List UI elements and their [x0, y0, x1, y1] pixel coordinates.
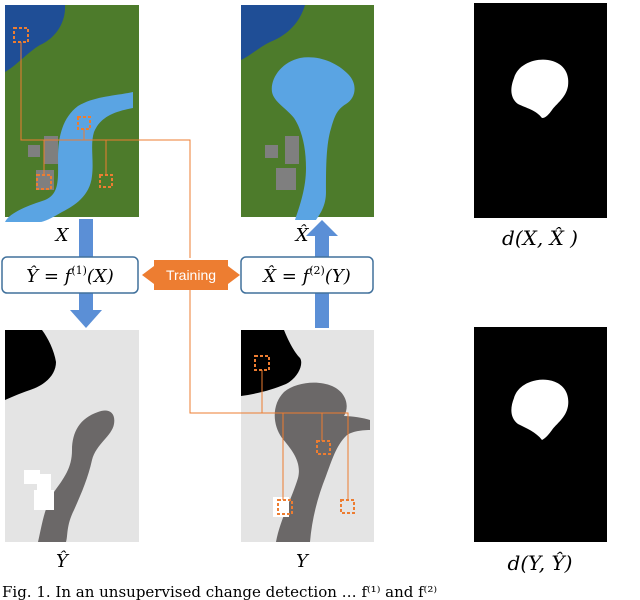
training-arrow-right: [228, 266, 240, 284]
training-box: [154, 260, 228, 290]
panel-x-hat: [241, 5, 374, 220]
svg-text:Ŷ = f(1)(X): Ŷ = f(1)(X): [26, 264, 114, 287]
label-x: X: [54, 225, 70, 246]
f1-arg: (X): [87, 266, 114, 287]
f2-eq: =: [276, 266, 303, 287]
training-block: Training: [142, 260, 240, 290]
label-diff-y: d(Y, Ŷ): [508, 551, 573, 575]
f1-box: Ŷ = f(1)(X): [1, 256, 139, 294]
figure-caption: Fig. 1. In an unsupervised change detect…: [2, 583, 437, 600]
panel-diff-y: [474, 327, 607, 542]
panel-x: [5, 5, 139, 222]
training-label: Training: [166, 267, 216, 283]
f2-arg: (Y): [325, 266, 351, 287]
svg-text:X̂ = f(2)(Y): X̂ = f(2)(Y): [261, 264, 351, 287]
panel-y-hat: [5, 330, 139, 542]
f1-sup: (1): [71, 264, 87, 277]
f1-eq: =: [38, 266, 65, 287]
f1-lhs: Ŷ: [26, 264, 40, 287]
label-diff-x: d(X, X̂ ): [502, 226, 578, 250]
label-y-hat: Ŷ: [56, 549, 70, 572]
label-y: Y: [296, 551, 310, 572]
f2-box: X̂ = f(2)(Y): [240, 256, 374, 294]
panel-diff-x: [474, 3, 607, 218]
label-x-hat: X̂: [294, 224, 310, 246]
training-arrow-left: [142, 266, 154, 284]
panel-y: [241, 330, 374, 542]
f2-lhs: X̂: [261, 265, 277, 287]
f2-sup: (2): [309, 264, 325, 277]
sampling-lines: [20, 42, 349, 500]
